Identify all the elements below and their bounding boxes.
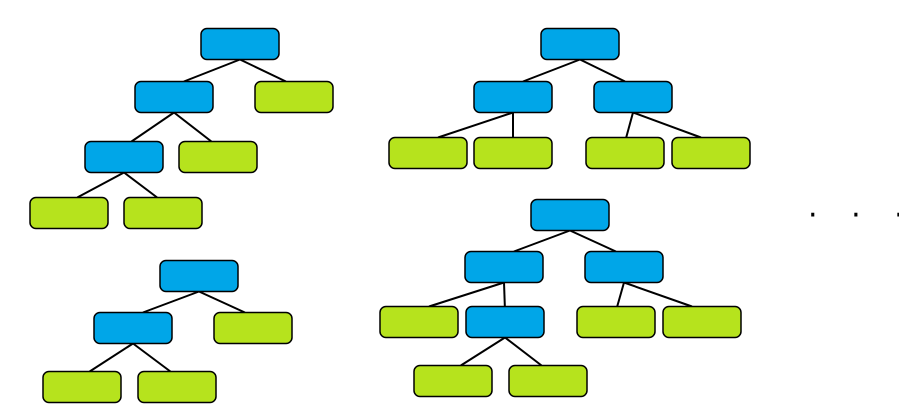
internal-node: [584, 250, 664, 284]
internal-node: [134, 80, 214, 114]
tree-4-nodes: [379, 198, 742, 398]
internal-node: [200, 27, 280, 61]
tree-3: [42, 259, 293, 404]
leaf-node: [671, 136, 751, 170]
tree-edge: [579, 58, 626, 83]
tree-3-edges: [89, 290, 246, 373]
leaf-node: [508, 364, 588, 398]
leaf-node: [388, 136, 468, 170]
tree-edge: [632, 111, 702, 139]
tree-edge: [183, 58, 241, 83]
internal-node: [159, 259, 239, 293]
tree-edge: [76, 171, 125, 199]
leaf-node: [585, 136, 665, 170]
tree-2: [388, 27, 751, 170]
leaf-node: [576, 305, 656, 339]
continuation-ellipsis: · · ·: [808, 198, 899, 233]
internal-node: [464, 250, 544, 284]
leaf-node: [137, 370, 217, 404]
tree-3-nodes: [42, 259, 293, 404]
leaf-node: [42, 370, 122, 404]
tree-edge: [142, 290, 200, 314]
leaf-node: [254, 80, 334, 114]
internal-node: [84, 140, 164, 174]
internal-node: [465, 305, 545, 339]
tree-edge: [623, 281, 693, 308]
tree-1-edges: [76, 58, 287, 199]
tree-edge: [132, 342, 171, 373]
tree-1: [29, 27, 334, 230]
tree-4: [379, 198, 742, 398]
tree-edge: [569, 229, 617, 253]
tree-edge: [503, 282, 506, 307]
tree-edge: [460, 336, 506, 367]
internal-node: [93, 311, 173, 345]
tree-edge: [130, 111, 175, 143]
leaf-node: [178, 140, 258, 174]
internal-node: [530, 198, 610, 232]
tree-4-edges: [428, 229, 693, 367]
leaf-node: [662, 305, 742, 339]
tree-edge: [437, 111, 514, 139]
tree-edge: [513, 229, 571, 253]
internal-node: [473, 80, 553, 114]
tree-edge: [123, 171, 158, 199]
internal-node: [593, 80, 673, 114]
tree-2-nodes: [388, 27, 751, 170]
tree-edge: [504, 336, 543, 367]
tree-2-edges: [437, 58, 702, 139]
tree-1-nodes: [29, 27, 334, 230]
leaf-node: [213, 311, 293, 345]
tree-edge: [428, 281, 505, 308]
leaf-node: [379, 305, 459, 339]
tree-edge: [239, 58, 287, 83]
tree-edge: [173, 111, 213, 143]
internal-node: [540, 27, 620, 61]
tree-edge: [522, 58, 581, 83]
tree-edge: [89, 342, 134, 373]
leaf-node: [29, 196, 109, 230]
leaf-node: [123, 196, 203, 230]
leaf-node: [473, 136, 553, 170]
tree-edge: [616, 282, 625, 307]
leaf-node: [413, 364, 493, 398]
tree-edge: [625, 112, 634, 138]
tree-edge: [198, 290, 246, 314]
